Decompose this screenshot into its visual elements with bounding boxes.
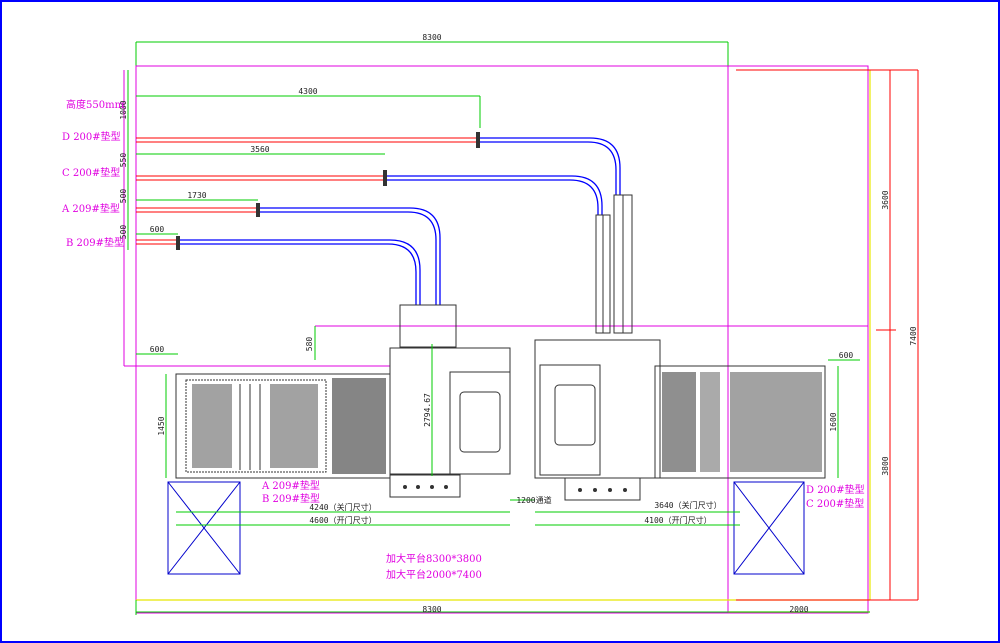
dim-center-2794: 2794.67: [423, 393, 432, 427]
label-a: A 209#垫型: [61, 202, 120, 215]
dim-right-3600: 3600: [881, 190, 890, 209]
label-right-d: D 200#垫型: [806, 483, 865, 496]
label-left-a: A 209#垫型: [261, 479, 320, 492]
pillar-boxes: [167, 481, 805, 575]
pipes: [136, 132, 621, 305]
dim-h-500b: 500: [119, 225, 128, 240]
lower-dims: [165, 344, 860, 526]
right-machine: [534, 339, 826, 501]
dim-left-600: 600: [150, 345, 165, 354]
dim-right-3640: 3640（关门尺寸）: [654, 500, 721, 510]
dim-h-550: 550: [119, 153, 128, 168]
right-risers: [595, 194, 633, 334]
dim-left-4240: 4240（关门尺寸）: [309, 502, 376, 512]
dim-pipe-b: 600: [150, 225, 165, 234]
dim-aisle: 1200通道: [516, 495, 551, 505]
label-d: D 200#垫型: [62, 130, 121, 143]
left-vertical-dims: [123, 70, 481, 367]
dim-right-3800: 3800: [881, 456, 890, 475]
dim-right-4100: 4100（开门尺寸）: [644, 515, 711, 525]
dim-right-600: 600: [839, 351, 854, 360]
label-left-b: B 209#垫型: [262, 492, 320, 505]
dim-left-4600: 4600（开门尺寸）: [309, 515, 376, 525]
label-c: C 200#垫型: [62, 166, 120, 179]
dim-left-1450: 1450: [157, 416, 166, 435]
dim-right-1600: 1600: [829, 412, 838, 431]
dim-h-500a: 500: [119, 189, 128, 204]
dim-top-total: 8300: [422, 33, 441, 42]
dim-pipe-a: 1730: [187, 191, 206, 200]
left-machine: [175, 304, 511, 498]
dim-right-7400: 7400: [909, 326, 918, 345]
label-height: 高度550mm: [66, 98, 125, 111]
label-b: B 209#垫型: [66, 236, 124, 249]
label-platform1: 加大平台8300*3800: [386, 552, 482, 565]
dim-pipe-d: 4300: [298, 87, 317, 96]
label-right-c: C 200#垫型: [806, 497, 864, 510]
dim-bottom-left: 8300: [422, 605, 441, 614]
dim-pipe-c: 3560: [250, 145, 269, 154]
platform-outlines: [135, 41, 919, 615]
label-platform2: 加大平台2000*7400: [386, 568, 482, 581]
dim-h-1000: 1000: [119, 100, 128, 119]
dim-h-580: 580: [305, 337, 314, 352]
dim-bottom-right: 2000: [789, 605, 808, 614]
